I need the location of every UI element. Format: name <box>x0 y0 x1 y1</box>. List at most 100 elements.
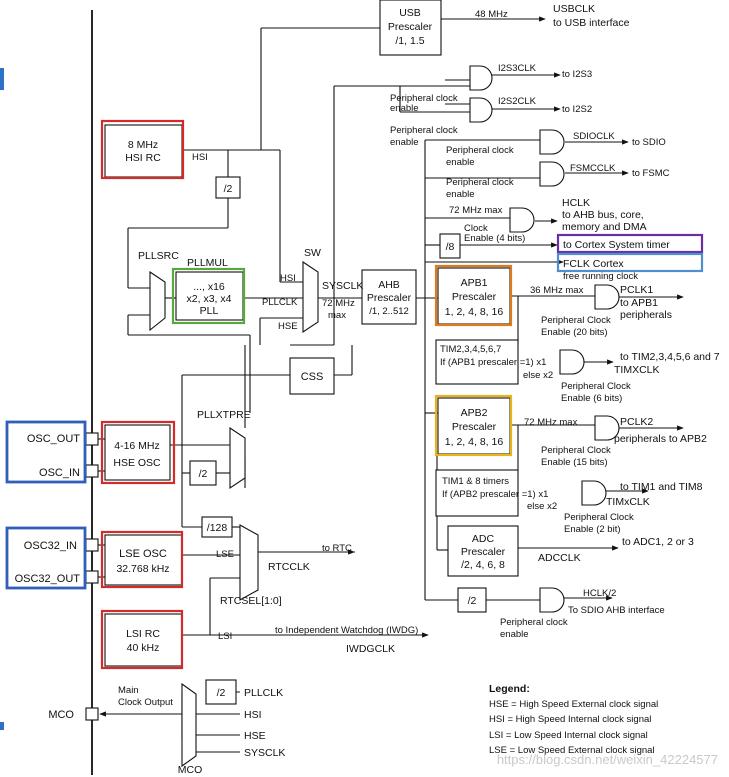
svg-text:PLLSRC: PLLSRC <box>138 250 179 262</box>
pin-osc32-out: OSC32_OUT <box>15 573 81 585</box>
svg-text:CSS: CSS <box>301 371 324 383</box>
hse-osc-box <box>104 424 171 481</box>
svg-text:SW: SW <box>304 247 321 259</box>
svg-text:to APB1: to APB1 <box>620 297 658 309</box>
svg-text:SYSCLK: SYSCLK <box>322 280 363 292</box>
usb-prescaler-box <box>379 0 442 56</box>
svg-text:Main: Main <box>118 685 139 696</box>
svg-text:HCLK/2: HCLK/2 <box>583 588 616 599</box>
svg-text:APB2: APB2 <box>461 407 488 419</box>
svg-text:If (APB2 prescaler =1) x1: If (APB2 prescaler =1) x1 <box>442 489 548 500</box>
svg-text:APB1: APB1 <box>461 277 488 289</box>
svg-text:HSI: HSI <box>192 152 208 163</box>
svg-text:4-16 MHz: 4-16 MHz <box>114 440 160 452</box>
svg-text:to USB interface: to USB interface <box>553 17 630 29</box>
highlight-apb2 <box>434 394 513 457</box>
svg-text:to I2S3: to I2S3 <box>562 69 592 80</box>
svg-text:Peripheral Clock: Peripheral Clock <box>541 445 611 456</box>
multiplexers <box>149 260 319 768</box>
div8-box <box>439 233 461 259</box>
svg-text:32.768 kHz: 32.768 kHz <box>116 563 169 575</box>
and-gate-tim1 <box>581 480 607 506</box>
svg-text:72 MHz max: 72 MHz max <box>524 417 578 428</box>
svg-text:Prescaler: Prescaler <box>367 292 412 304</box>
svg-text:USB: USB <box>399 7 421 19</box>
and-gate-i2s3 <box>469 65 493 91</box>
div128-box <box>201 516 233 538</box>
pin-mco: MCO <box>48 709 74 721</box>
mco-pin <box>85 707 99 721</box>
legend-item: HSE = High Speed External clock signal <box>489 699 658 710</box>
svg-text:x2, x3, x4: x2, x3, x4 <box>187 293 232 305</box>
legend-title: Legend: <box>489 683 530 695</box>
svg-text:enable: enable <box>390 137 419 148</box>
svg-text:Clock Output: Clock Output <box>118 697 173 708</box>
svg-text:enable: enable <box>390 103 419 114</box>
svg-text:Peripheral clock: Peripheral clock <box>446 145 514 156</box>
svg-text:ADCCLK: ADCCLK <box>538 552 581 564</box>
svg-text:1, 2, 4, 8, 16: 1, 2, 4, 8, 16 <box>445 306 504 318</box>
highlight-boxes <box>5 119 704 670</box>
highlight-osc-pins <box>5 420 87 484</box>
highlight-cortex-timer <box>556 233 704 254</box>
svg-text:RTCSEL[1:0]: RTCSEL[1:0] <box>220 595 282 607</box>
svg-text:Prescaler: Prescaler <box>452 421 497 433</box>
svg-text:to Cortex System timer: to Cortex System timer <box>563 239 670 251</box>
svg-text:72 MHz max: 72 MHz max <box>449 205 503 216</box>
sw-mux <box>302 260 319 334</box>
svg-text:HSE: HSE <box>278 321 298 332</box>
svg-text:to ADC1, 2 or 3: to ADC1, 2 or 3 <box>622 536 694 548</box>
and-gate-sdio <box>539 129 565 155</box>
highlight-hsi <box>100 119 185 180</box>
apb1-prescaler-box <box>437 267 511 325</box>
osc-out-pin <box>85 432 99 446</box>
highlight-lsi <box>100 609 184 670</box>
clock-arrows <box>99 16 684 717</box>
and-gate-fsmc <box>539 161 565 187</box>
svg-text:enable: enable <box>500 629 529 640</box>
pin-osc-out: OSC_OUT <box>27 433 80 445</box>
watermark: https://blog.csdn.net/weixin_42224577 <box>497 752 718 767</box>
svg-text:If (APB1 prescaler =1) x1: If (APB1 prescaler =1) x1 <box>440 357 546 368</box>
mco-mux <box>181 682 197 768</box>
svg-text:I2S3CLK: I2S3CLK <box>498 63 537 74</box>
lse-osc-box <box>104 534 183 586</box>
svg-text:/2: /2 <box>224 183 233 195</box>
legend-item: HSI = High Speed Internal clock signal <box>489 714 651 725</box>
svg-text:else x2: else x2 <box>527 501 557 512</box>
svg-text:to I2S2: to I2S2 <box>562 104 592 115</box>
svg-text:Prescaler: Prescaler <box>388 21 433 33</box>
svg-text:FCLK Cortex: FCLK Cortex <box>563 258 624 270</box>
and-gate-pclk2 <box>594 415 620 441</box>
svg-text:IWDGCLK: IWDGCLK <box>346 643 395 655</box>
mco-mux-label: MCO <box>178 764 203 776</box>
svg-text:LSE: LSE <box>216 549 234 560</box>
osc-in-pin <box>85 464 99 478</box>
lsi-rc-box <box>104 613 183 667</box>
svg-text:Peripheral clock: Peripheral clock <box>390 125 458 136</box>
svg-text:/2: /2 <box>199 468 208 480</box>
svg-text:to TIM1 and TIM8: to TIM1 and TIM8 <box>620 481 703 493</box>
pllsrc-mux <box>149 270 166 332</box>
svg-text:HSE OSC: HSE OSC <box>113 457 161 469</box>
svg-text:TIMXCLK: TIMXCLK <box>614 364 660 376</box>
svg-text:Enable (4 bits): Enable (4 bits) <box>464 233 525 244</box>
svg-text:Prescaler: Prescaler <box>452 291 497 303</box>
svg-text:RTCCLK: RTCCLK <box>268 561 310 573</box>
highlight-pll <box>171 267 246 325</box>
svg-text:PLLMUL: PLLMUL <box>187 257 228 269</box>
svg-text:LSI RC: LSI RC <box>126 628 160 640</box>
svg-text:PCLK1: PCLK1 <box>620 284 653 296</box>
hsi-rc-box <box>104 124 183 178</box>
svg-text:HSI RC: HSI RC <box>125 152 161 164</box>
svg-text:to FSMC: to FSMC <box>632 168 670 179</box>
svg-text:else x2: else x2 <box>523 370 553 381</box>
and-gate-hclk <box>509 207 535 233</box>
clock-wires <box>127 27 595 753</box>
svg-text:Enable (15 bits): Enable (15 bits) <box>541 457 608 468</box>
svg-text:/1, 1.5: /1, 1.5 <box>395 35 424 47</box>
svg-text:PLLCLK: PLLCLK <box>244 687 283 699</box>
svg-text:40 kHz: 40 kHz <box>127 642 160 654</box>
sdio-div2-box <box>457 587 487 613</box>
svg-text:to Independent Watchdog (IWDG): to Independent Watchdog (IWDG) <box>275 625 418 636</box>
